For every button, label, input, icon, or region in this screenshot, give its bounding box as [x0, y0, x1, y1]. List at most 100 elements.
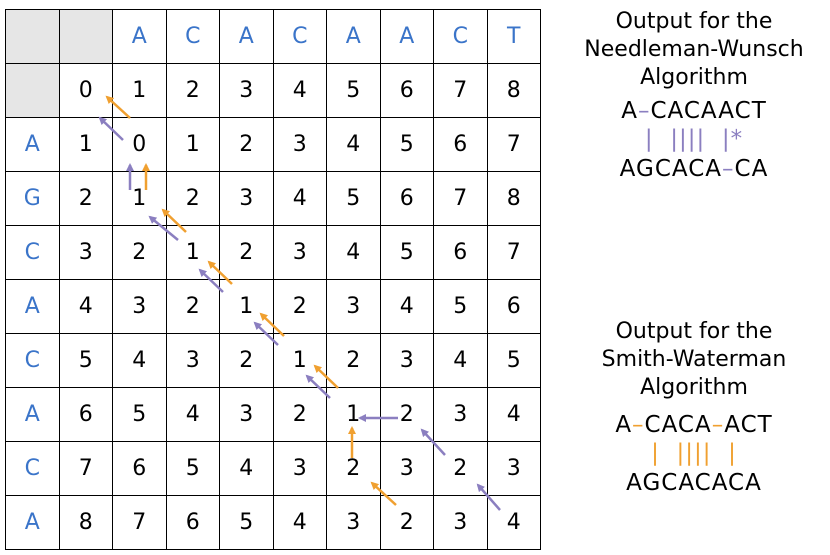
- score-cell: 3: [113, 280, 167, 334]
- score-cell: 4: [487, 496, 541, 550]
- score-cell: 2: [273, 388, 327, 442]
- row-header: G: [6, 172, 60, 226]
- score-cell: 3: [434, 388, 488, 442]
- score-cell: 2: [434, 442, 488, 496]
- score-cell: 2: [166, 172, 220, 226]
- score-cell: 5: [380, 118, 434, 172]
- corner-cell: [6, 10, 60, 64]
- score-cell: 3: [59, 226, 113, 280]
- score-cell: 5: [327, 64, 381, 118]
- score-cell: 6: [434, 226, 488, 280]
- nw-match-line: | |||| |*: [563, 126, 825, 152]
- score-cell: 7: [434, 64, 488, 118]
- col-header: C: [434, 10, 488, 64]
- col-header: A: [113, 10, 167, 64]
- score-cell: 3: [380, 334, 434, 388]
- sw-seq1-part-c: ACT: [724, 412, 773, 438]
- score-cell: 4: [273, 172, 327, 226]
- nw-title-line3: Algorithm: [640, 65, 748, 90]
- score-cell: 2: [113, 226, 167, 280]
- score-cell: 3: [273, 442, 327, 496]
- score-cell: 3: [220, 388, 274, 442]
- score-cell: 1: [220, 280, 274, 334]
- score-cell: 5: [487, 334, 541, 388]
- score-cell: 6: [59, 388, 113, 442]
- score-cell: 2: [380, 388, 434, 442]
- score-cell: 4: [113, 334, 167, 388]
- row-header: A: [6, 388, 60, 442]
- score-cell: 2: [220, 118, 274, 172]
- sw-aligned-seq1: A–CACA–ACT: [563, 412, 825, 438]
- row-header: A: [6, 280, 60, 334]
- sw-match-line: | |||| |: [563, 440, 825, 466]
- score-cell: 4: [273, 64, 327, 118]
- sw-aligned-seq2: AGCACACA: [626, 470, 762, 496]
- score-cell: 2: [220, 226, 274, 280]
- score-cell: 1: [327, 388, 381, 442]
- score-cell: 4: [434, 334, 488, 388]
- score-cell: 7: [434, 172, 488, 226]
- row-header: C: [6, 334, 60, 388]
- sw-title-line2: Smith-Waterman: [601, 347, 787, 372]
- sw-seq1-part-a: A: [615, 412, 633, 438]
- score-cell: 4: [327, 118, 381, 172]
- score-cell: 4: [273, 496, 327, 550]
- score-cell: 1: [273, 334, 327, 388]
- col-header: T: [487, 10, 541, 64]
- score-cell: 5: [166, 442, 220, 496]
- col-header: A: [380, 10, 434, 64]
- sw-seq1-part-b: CACA: [644, 412, 712, 438]
- sw-match-bars: | |||| |: [651, 440, 737, 466]
- nw-match-bars: | |||| |: [644, 126, 731, 152]
- score-cell: 3: [220, 172, 274, 226]
- col-header: A: [220, 10, 274, 64]
- nw-seq2-part-a: AGCACA: [619, 156, 723, 182]
- score-cell: 2: [59, 172, 113, 226]
- score-cell: 5: [327, 172, 381, 226]
- score-cell: 8: [487, 172, 541, 226]
- col-header: A: [327, 10, 381, 64]
- score-cell: 3: [380, 442, 434, 496]
- score-cell: 4: [487, 388, 541, 442]
- score-cell: 7: [59, 442, 113, 496]
- corner-cell: [6, 64, 60, 118]
- smith-waterman-panel: Output for the Smith-Waterman Algorithm …: [563, 318, 825, 496]
- score-cell: 1: [166, 226, 220, 280]
- nw-title-line2: Needleman-Wunsch: [584, 37, 804, 62]
- score-cell: 1: [59, 118, 113, 172]
- score-cell: 1: [113, 64, 167, 118]
- sw-title-line3: Algorithm: [640, 375, 748, 400]
- score-cell: 2: [327, 334, 381, 388]
- score-cell: 5: [434, 280, 488, 334]
- score-cell: 1: [113, 172, 167, 226]
- row-header: C: [6, 226, 60, 280]
- score-cell: 2: [166, 64, 220, 118]
- col-header: C: [166, 10, 220, 64]
- score-cell: 6: [434, 118, 488, 172]
- nw-seq2-part-b: CA: [734, 156, 769, 182]
- score-cell: 7: [487, 226, 541, 280]
- sw-seq1-gap1: –: [632, 412, 645, 438]
- score-cell: 4: [327, 226, 381, 280]
- nw-aligned-seq2: AGCACA–CA: [563, 156, 825, 182]
- corner-cell: [59, 10, 113, 64]
- score-cell: 3: [220, 64, 274, 118]
- score-cell: 7: [113, 496, 167, 550]
- score-cell: 4: [220, 442, 274, 496]
- nw-mismatch-mark: *: [730, 126, 744, 152]
- nw-aligned-seq1: A–CACAACT: [563, 98, 825, 124]
- score-cell: 4: [380, 280, 434, 334]
- score-cell: 2: [327, 442, 381, 496]
- score-cell: 3: [487, 442, 541, 496]
- score-cell: 8: [487, 64, 541, 118]
- score-cell: 6: [166, 496, 220, 550]
- score-cell: 2: [220, 334, 274, 388]
- score-cell: 6: [487, 280, 541, 334]
- row-header: A: [6, 118, 60, 172]
- score-cell: 3: [273, 118, 327, 172]
- nw-title-line1: Output for the: [615, 9, 773, 34]
- score-cell: 1: [166, 118, 220, 172]
- score-cell: 4: [59, 280, 113, 334]
- nw-seq1-gap: –: [637, 98, 651, 124]
